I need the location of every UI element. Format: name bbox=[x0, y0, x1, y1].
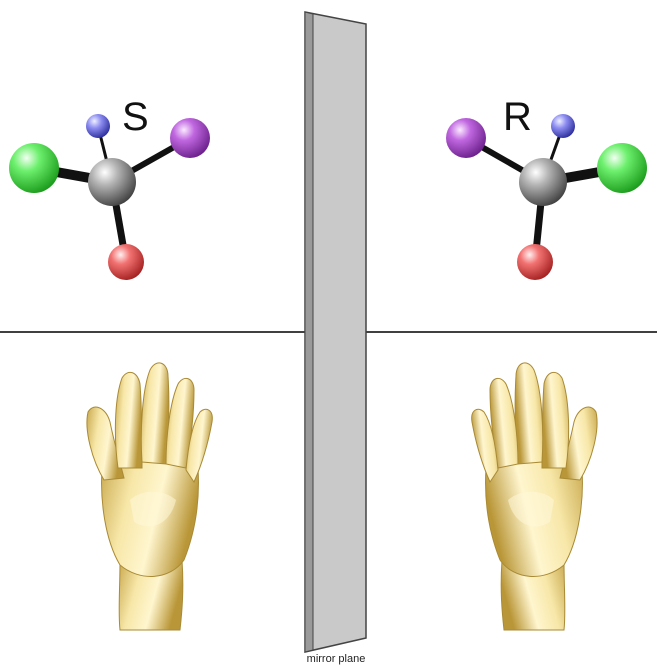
right-molecule-label: R bbox=[503, 95, 532, 139]
mirror-plane bbox=[304, 11, 367, 653]
left-molecule-icon bbox=[9, 114, 210, 280]
left-molecule-label: S bbox=[122, 95, 149, 139]
mirror-plane-label: mirror plane bbox=[307, 653, 366, 665]
right-molecule-icon bbox=[446, 114, 647, 280]
